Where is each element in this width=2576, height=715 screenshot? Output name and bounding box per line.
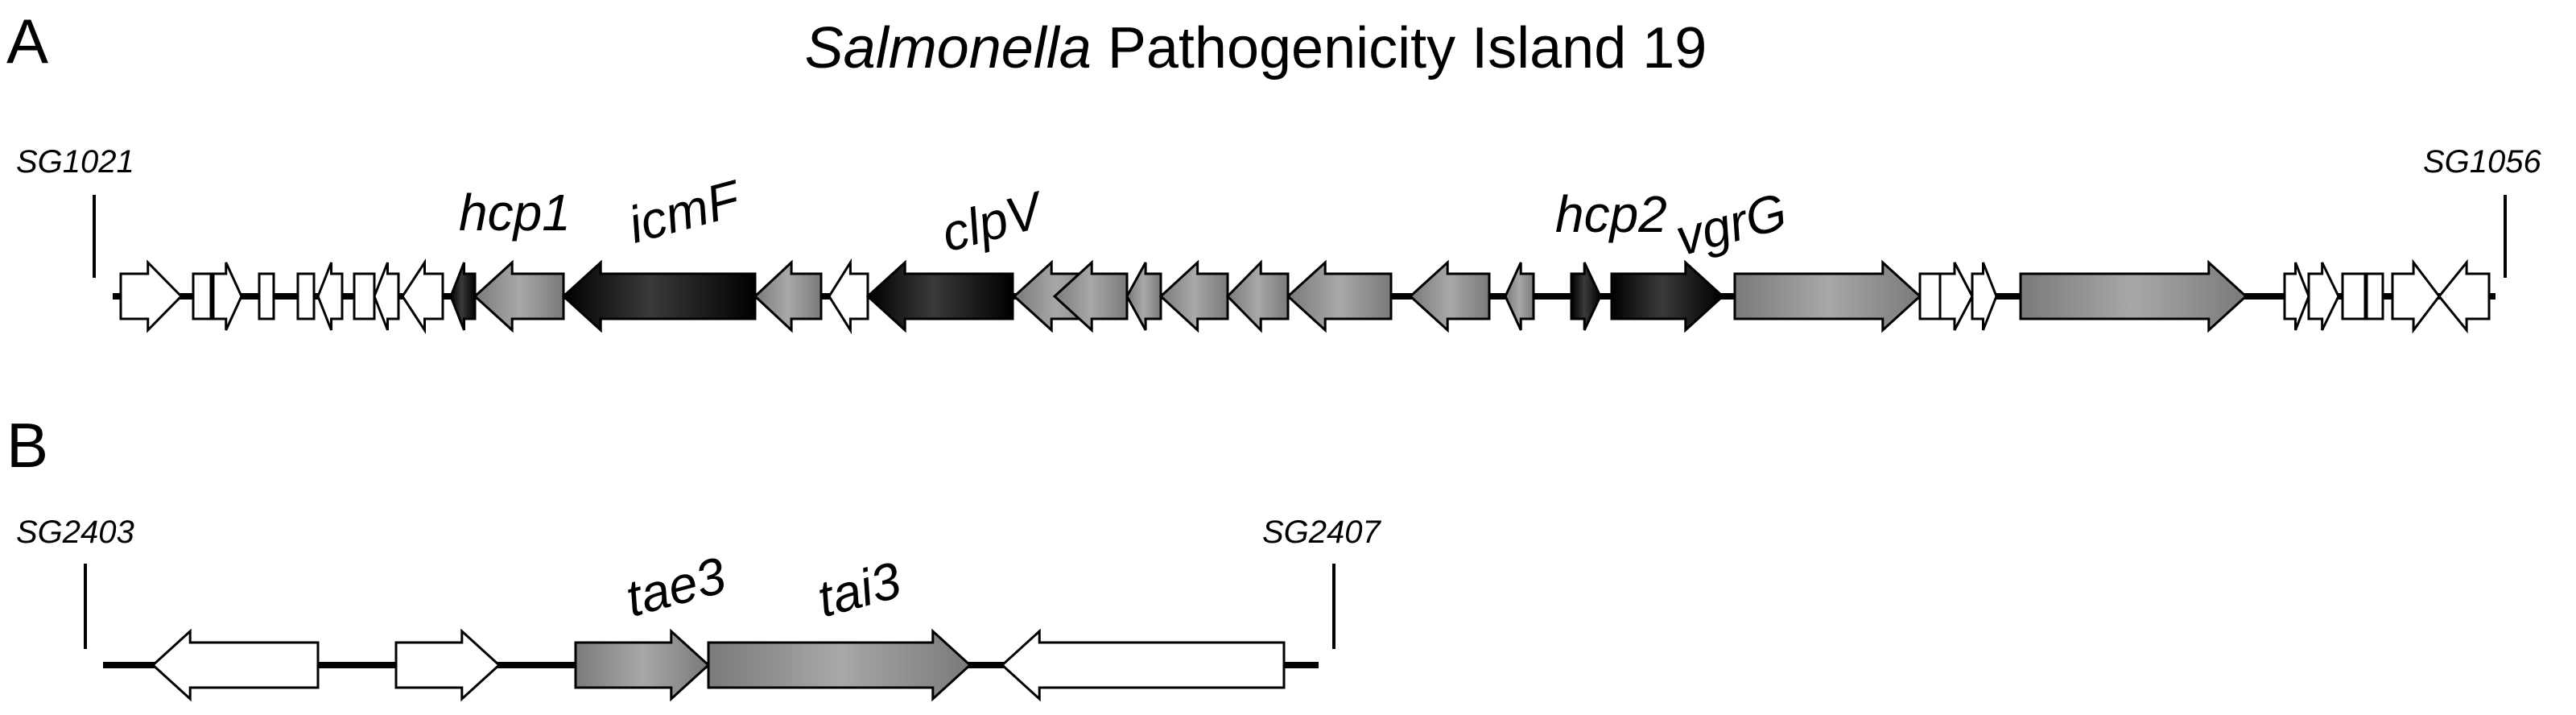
a-gene-27 <box>1918 272 1942 320</box>
a-gene-29 <box>1971 262 1998 331</box>
gene-label-hcp1: hcp1 <box>459 184 571 242</box>
panel-a-letter: A <box>6 6 48 76</box>
panel-a-title: Salmonella Pathogenicity Island 19 <box>805 16 1707 81</box>
gene-track-b <box>151 628 1286 702</box>
a-gene-22 <box>1408 259 1491 333</box>
a-gene-21 <box>1286 259 1393 333</box>
a-gene-13 <box>753 259 823 333</box>
a-gene-28 <box>1938 262 1974 331</box>
a-gene-20 <box>1225 259 1290 333</box>
right-boundary-label-b: SG2407 <box>1262 515 1382 550</box>
a-gene-33 <box>2341 272 2367 320</box>
gene-label-vgrG: vgrG <box>1670 182 1793 267</box>
a-gene-hcp1 <box>449 262 477 331</box>
a-gene-34 <box>2365 272 2384 320</box>
a-gene-clpV <box>865 259 1014 333</box>
a-gene-31 <box>2283 262 2310 331</box>
a-gene-4 <box>258 272 275 320</box>
a-gene-9 <box>401 258 444 335</box>
left-boundary-label: SG1021 <box>16 144 134 180</box>
a-gene-14 <box>828 258 869 335</box>
a-gene-17 <box>1052 259 1129 333</box>
a-gene-19 <box>1158 259 1229 333</box>
left-boundary-label-b: SG2403 <box>16 515 134 550</box>
gene-label-hcp2: hcp2 <box>1555 185 1667 243</box>
panel-b: B SG2403 SG2407 tae3 tai3 <box>6 410 1382 702</box>
gene-label-clpV: clpV <box>935 180 1051 262</box>
a-gene-18 <box>1125 262 1162 331</box>
a-gene-30 <box>2019 259 2248 333</box>
a-gene-36 <box>2438 258 2491 334</box>
a-gene-2 <box>192 272 213 320</box>
gene-label-tai3: tai3 <box>811 551 907 628</box>
panel-a: A Salmonella Pathogenicity Island 19 SG1… <box>6 6 2542 335</box>
a-gene-7 <box>353 272 376 320</box>
gene-label-tae3: tae3 <box>620 546 732 628</box>
a-gene-11 <box>473 259 565 333</box>
b-gene-tae3 <box>574 628 711 702</box>
a-gene-hcp2 <box>1570 262 1602 331</box>
right-boundary-label: SG1056 <box>2423 144 2542 180</box>
a-gene-32 <box>2307 262 2340 331</box>
a-gene-1 <box>119 259 184 333</box>
panel-a-title-rest: Pathogenicity Island 19 <box>1092 16 1707 81</box>
b-gene-1 <box>151 628 320 702</box>
gene-label-icmF: icmF <box>622 168 748 254</box>
b-gene-2 <box>394 628 502 702</box>
a-gene-8 <box>373 262 400 331</box>
a-gene-5 <box>296 272 316 320</box>
panel-a-title-italic: Salmonella <box>805 16 1092 81</box>
gene-track-a <box>119 258 2491 335</box>
b-gene-tai3 <box>707 628 972 702</box>
b-gene-5 <box>1000 628 1286 702</box>
a-gene-23 <box>1504 262 1535 331</box>
a-gene-icmF <box>561 259 757 333</box>
a-gene-vgrG <box>1610 259 1725 333</box>
panel-b-letter: B <box>6 410 48 481</box>
a-gene-6 <box>316 262 344 331</box>
a-gene-26 <box>1733 259 1922 333</box>
a-gene-3 <box>212 262 243 331</box>
a-gene-35 <box>2391 258 2441 334</box>
